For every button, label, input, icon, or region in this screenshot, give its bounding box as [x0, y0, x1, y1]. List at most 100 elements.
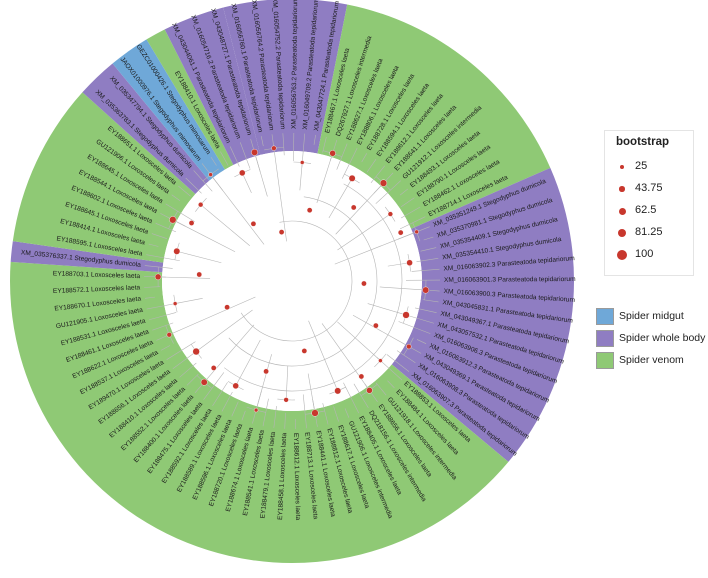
bootstrap-legend-label: 43.75 [635, 182, 663, 194]
bootstrap-legend-label: 81.25 [635, 226, 663, 238]
bootstrap-node [358, 373, 365, 380]
leaf-branch [415, 307, 437, 313]
leaf-label: EY188703.1 Loxosceles laeta [53, 270, 141, 280]
internal-branch [334, 231, 417, 265]
inner-disc [162, 151, 422, 411]
tree-branches [144, 133, 440, 429]
leaf-branch [178, 185, 191, 197]
internal-branch [316, 153, 333, 203]
bootstrap-node [271, 145, 277, 151]
leaf-branch [429, 290, 440, 292]
ring-sector [12, 92, 196, 263]
tissue-legend-label: Spider whole body [619, 332, 706, 344]
bootstrap-legend-item: 25 [613, 158, 691, 176]
leaf-branch [322, 136, 327, 153]
bootstrap-node [192, 347, 200, 356]
bootstrap-node [210, 365, 217, 371]
bootstrap-node [173, 247, 181, 255]
bootstrap-node [232, 382, 239, 390]
internal-branch [335, 182, 384, 235]
leaf-branch [422, 299, 439, 303]
leaf-branch [333, 406, 339, 422]
phylogenetic-tree: XM_016056760.1 Parasteatoda tepidariorum… [10, 0, 576, 563]
backbone-arc [224, 183, 403, 392]
leaf-branch [416, 258, 439, 262]
internal-branch [255, 354, 272, 411]
tissue-legend-label: Spider venom [619, 354, 684, 366]
leaf-branch [370, 165, 386, 184]
ring-sector [164, 7, 261, 165]
leaf-branch [260, 136, 264, 147]
bootstrap-node [154, 273, 162, 281]
leaf-branch [361, 153, 368, 163]
internal-branch [337, 321, 381, 361]
internal-branch [379, 286, 426, 291]
bootstrap-node [406, 343, 412, 350]
leaf-branch [179, 362, 197, 378]
bootstrap-node [406, 259, 413, 266]
leaf-branch [220, 151, 229, 166]
bootstrap-node [348, 174, 356, 182]
bootstrap-node [239, 169, 246, 177]
leaf-branch [144, 296, 155, 299]
bootstrap-dot [618, 207, 626, 215]
leaf-label: EY188572.1 Loxosceles laeta [53, 284, 141, 295]
ring-sector [10, 261, 509, 563]
tissue-legend-item: Spider whole body [596, 329, 708, 349]
bootstrap-node [169, 216, 177, 224]
internal-branch [307, 373, 316, 414]
leaf-branch [172, 351, 196, 369]
leaf-branch [313, 134, 316, 145]
internal-branch [285, 365, 289, 400]
bootstrap-node [224, 304, 230, 311]
leaf-branch [322, 403, 329, 425]
bootstrap-node [329, 150, 336, 157]
bootstrap-node [361, 280, 367, 287]
leaf-label: XM_016063901.3 Parasteatoda tepidariorum [444, 276, 576, 284]
leaf-branch [165, 203, 195, 222]
bootstrap-dot [619, 186, 625, 192]
internal-branch [254, 152, 268, 197]
ring-sector [223, 0, 348, 155]
bootstrap-node [422, 286, 430, 294]
leaf-branch [282, 133, 285, 156]
bootstrap-legend-item: 81.25 [613, 224, 691, 242]
internal-branch [273, 148, 287, 242]
bootstrap-node [188, 220, 195, 226]
tissue-legend-label: Spider midgut [619, 310, 684, 322]
internal-branch [308, 320, 338, 391]
leaf-branch [343, 382, 360, 414]
leaf-branch [185, 177, 202, 194]
internal-branch [328, 178, 353, 219]
leaf-branch [161, 345, 171, 351]
bootstrap-legend-label: 62.5 [635, 204, 657, 216]
leaf-branch [406, 314, 434, 324]
bootstrap-node [263, 368, 269, 375]
tissue-legend-item: Spider midgut [596, 307, 708, 327]
leaf-branch [398, 321, 431, 334]
bootstrap-node [300, 160, 305, 165]
bootstrap-legend-item: 62.5 [613, 202, 691, 220]
bootstrap-node [196, 271, 203, 278]
bootstrap-nodes [154, 145, 430, 417]
bootstrap-node [311, 409, 319, 417]
bootstrap-node [402, 311, 410, 319]
leaf-branch [375, 382, 387, 396]
bootstrap-legend-label: 25 [635, 160, 648, 172]
bootstrap-node [378, 358, 383, 363]
leaf-branch [375, 180, 401, 204]
bootstrap-legend: bootstrap 25 43.75 62.5 81.25 100 [604, 130, 694, 276]
ring-sector [10, 241, 164, 273]
bootstrap-node [387, 211, 393, 217]
leaf-branch [423, 236, 434, 241]
bootstrap-node [208, 172, 213, 177]
bootstrap-node [397, 229, 404, 236]
leaf-branch [152, 322, 174, 331]
leaf-branch [148, 243, 159, 247]
color-ring [10, 0, 574, 563]
leaf-label: EY188458.1 Loxosceles laeta [277, 432, 288, 520]
leaf-branch [387, 380, 395, 389]
leaf-branch [400, 206, 421, 219]
bootstrap-legend-label: 100 [635, 248, 654, 260]
tissue-legend-item: Spider venom [596, 351, 708, 371]
